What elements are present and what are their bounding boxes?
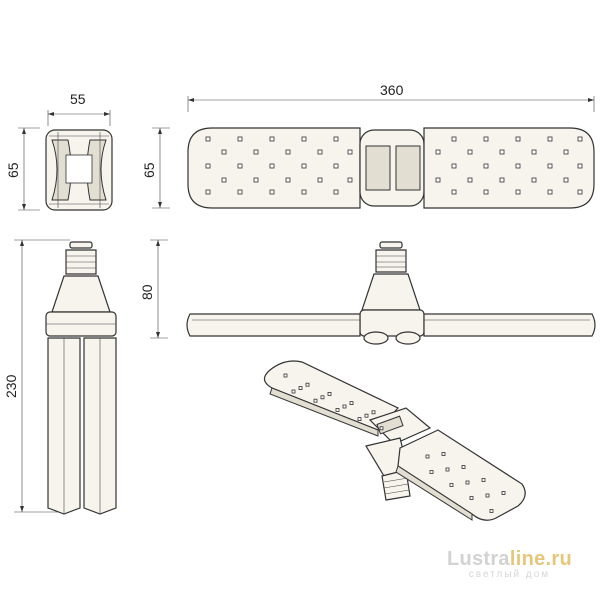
led-chip (499, 177, 505, 183)
led-chip (451, 136, 457, 142)
led-chip (205, 189, 211, 195)
dim-total-length: 230 (3, 374, 19, 398)
led-chip (333, 136, 339, 142)
led-grid-perspective (283, 373, 506, 513)
led-chip (467, 149, 473, 155)
led-chip (317, 177, 323, 183)
led-chip (577, 136, 583, 142)
led-chip (483, 189, 489, 195)
led-chip (298, 386, 303, 391)
led-chip (429, 470, 434, 474)
led-chip (531, 177, 537, 183)
led-chip (515, 163, 521, 169)
led-chip (349, 401, 354, 406)
led-chip (357, 417, 362, 422)
led-chip (291, 389, 296, 394)
led-chip (435, 149, 441, 155)
led-chip (317, 149, 323, 155)
side-view-tall: 230 (3, 239, 117, 515)
led-chip (205, 136, 211, 142)
led-chip (205, 163, 211, 169)
led-chip (547, 189, 553, 195)
led-chip (285, 177, 291, 183)
led-chip (515, 189, 521, 195)
led-chip (269, 163, 275, 169)
led-chip (237, 189, 243, 195)
led-chip (237, 136, 243, 142)
perspective-view (263, 360, 526, 521)
led-chip (283, 373, 288, 378)
led-chip (531, 149, 537, 155)
led-chip (577, 163, 583, 169)
watermark-logo: Lustraline.ru светлый дом (447, 548, 572, 580)
led-chip (313, 398, 318, 403)
led-chip (301, 163, 307, 169)
top-view-panels: 360 65 (141, 82, 595, 209)
led-chip (327, 391, 332, 396)
led-chip (501, 491, 506, 495)
led-chip (221, 177, 227, 183)
led-chip (305, 382, 310, 387)
led-chip (435, 177, 441, 183)
led-chip (489, 509, 494, 513)
led-chip (237, 163, 243, 169)
end-view-small: 55 65 (5, 91, 113, 211)
led-chip (547, 136, 553, 142)
led-chip (483, 163, 489, 169)
led-chip (499, 149, 505, 155)
watermark-tagline: светлый дом (468, 569, 551, 580)
led-chip (461, 465, 466, 469)
led-chip (253, 177, 259, 183)
led-chip (467, 177, 473, 183)
led-chip (441, 452, 446, 456)
side-view-panels: 80 (139, 239, 596, 345)
led-chip (379, 426, 384, 431)
led-chip (563, 177, 569, 183)
led-chip (425, 454, 430, 459)
led-chip (269, 189, 275, 195)
led-chip (333, 163, 339, 169)
dim-side-height: 80 (139, 284, 155, 300)
led-chip (547, 163, 553, 169)
led-chip (371, 410, 376, 415)
watermark-brand-main: Lustra (446, 548, 510, 570)
led-grid (205, 136, 583, 195)
led-chip (342, 404, 347, 409)
led-chip (449, 483, 454, 487)
led-chip (481, 478, 486, 482)
dim-panel-height: 65 (141, 162, 157, 178)
led-chip (221, 149, 227, 155)
led-chip (269, 136, 275, 142)
led-chip (451, 189, 457, 195)
led-chip (364, 413, 369, 418)
led-chip (333, 189, 339, 195)
led-chip (465, 480, 470, 485)
dim-top-height: 65 (5, 162, 21, 178)
led-chip (301, 136, 307, 142)
led-chip (451, 163, 457, 169)
led-chip (563, 149, 569, 155)
dim-total-width: 360 (380, 82, 404, 98)
led-chip (445, 467, 450, 472)
led-chip (483, 136, 489, 142)
led-chip (335, 407, 340, 412)
led-chip (347, 177, 353, 183)
dim-top-width: 55 (70, 91, 86, 107)
led-chip (347, 149, 353, 155)
led-chip (285, 149, 291, 155)
led-chip (515, 136, 521, 142)
led-chip (253, 149, 259, 155)
led-chip (485, 493, 490, 498)
led-chip (301, 189, 307, 195)
led-chip (577, 189, 583, 195)
led-chip (320, 395, 325, 400)
led-chip (469, 496, 474, 500)
watermark-brand-accent: line.ru (509, 548, 572, 570)
